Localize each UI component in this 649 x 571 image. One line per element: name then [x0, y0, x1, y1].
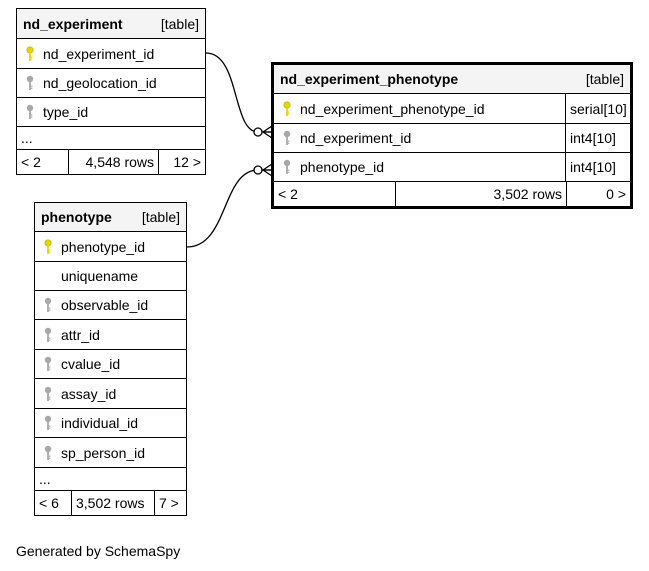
column-name: nd_experiment_id — [300, 130, 412, 146]
column-name-cell: nd_experiment_phenotype_id — [274, 94, 565, 123]
column-name: individual_id — [61, 415, 139, 431]
foreign-key-icon — [44, 386, 52, 401]
table-tag: [table] — [141, 209, 180, 225]
column-nd-experiment-id[interactable]: nd_experiment_id int4[10] — [274, 124, 630, 153]
crowfoot-marker — [262, 163, 273, 177]
column-name: attr_id — [61, 326, 100, 343]
foreign-key-icon — [26, 75, 34, 90]
column-name: observable_id — [61, 297, 149, 313]
table-nd-experiment[interactable]: nd_experiment [table] nd_experiment_id n… — [16, 8, 206, 175]
foreign-key-icon — [283, 130, 291, 145]
column-name: sp_person_id — [61, 444, 146, 461]
more-columns: ... — [17, 127, 205, 150]
column-name-cell: nd_experiment_id — [274, 124, 565, 152]
column-type: serial[10] — [565, 94, 627, 123]
table-tag: [table] — [160, 15, 199, 32]
table-name: phenotype — [41, 209, 112, 225]
column-name: phenotype_id — [300, 159, 385, 175]
table-tag: [table] — [585, 71, 624, 87]
column-nd-experiment-id[interactable]: nd_experiment_id — [17, 39, 205, 69]
parents-count[interactable]: < 2 — [21, 154, 41, 170]
column-cvalue-id[interactable]: cvalue_id — [35, 350, 186, 379]
foreign-key-icon — [283, 159, 291, 174]
column-name: phenotype_id — [61, 238, 146, 255]
column-type: int4[10] — [565, 124, 616, 152]
column-uniquename[interactable]: uniquename — [35, 262, 186, 291]
children-count[interactable]: 0 > — [566, 182, 630, 206]
ellipsis-text: ... — [39, 471, 51, 487]
column-phenotype-id[interactable]: phenotype_id int4[10] — [274, 153, 630, 182]
foreign-key-icon — [44, 356, 52, 371]
ellipsis-text: ... — [21, 130, 33, 146]
row-count: 3,502 rows — [71, 491, 154, 515]
foreign-key-icon — [44, 297, 52, 312]
zero-cardinality-marker — [253, 165, 263, 175]
primary-key-icon — [26, 45, 34, 61]
more-columns: ... — [35, 468, 186, 491]
row-count: 4,548 rows — [68, 150, 158, 174]
table-header[interactable]: nd_experiment [table] — [17, 9, 205, 39]
table-footer: < 2 3,502 rows 0 > — [274, 182, 630, 206]
foreign-key-icon — [26, 104, 34, 119]
column-phenotype-id[interactable]: phenotype_id — [35, 232, 186, 262]
column-individual-id[interactable]: individual_id — [35, 409, 186, 438]
table-footer: < 2 4,548 rows 12 > — [17, 150, 205, 174]
children-count[interactable]: 12 > — [158, 150, 205, 174]
column-name: assay_id — [61, 385, 117, 402]
table-header[interactable]: phenotype [table] — [35, 203, 186, 232]
column-name: nd_geolocation_id — [43, 75, 157, 91]
column-sp-person-id[interactable]: sp_person_id — [35, 438, 186, 468]
column-assay-id[interactable]: assay_id — [35, 379, 186, 409]
zero-cardinality-marker — [253, 127, 263, 137]
table-name: nd_experiment_phenotype — [280, 71, 459, 87]
crowfoot-marker — [262, 125, 273, 139]
primary-key-icon — [283, 100, 291, 116]
row-count: 3,502 rows — [395, 182, 566, 206]
column-nd-geolocation-id[interactable]: nd_geolocation_id — [17, 69, 205, 98]
children-count[interactable]: 7 > — [154, 491, 186, 515]
column-name: nd_experiment_phenotype_id — [300, 100, 485, 117]
generated-by-label: Generated by SchemaSpy — [16, 543, 181, 559]
column-type-id[interactable]: type_id — [17, 98, 205, 127]
table-name: nd_experiment — [23, 15, 123, 32]
column-name: type_id — [43, 104, 89, 120]
column-observable-id[interactable]: observable_id — [35, 291, 186, 320]
parents-count[interactable]: < 6 — [39, 495, 59, 511]
column-nd-experiment-phenotype-id[interactable]: nd_experiment_phenotype_id serial[10] — [274, 94, 630, 124]
table-header[interactable]: nd_experiment_phenotype [table] — [274, 65, 630, 94]
column-name: cvalue_id — [61, 356, 121, 372]
foreign-key-icon — [44, 445, 52, 460]
primary-key-icon — [44, 238, 52, 254]
column-name-cell: phenotype_id — [274, 153, 565, 181]
relationship-line-nd-experiment — [205, 52, 272, 133]
column-attr-id[interactable]: attr_id — [35, 320, 186, 350]
table-nd-experiment-phenotype[interactable]: nd_experiment_phenotype [table] nd_exper… — [271, 62, 633, 209]
column-type: int4[10] — [565, 153, 616, 181]
column-name: uniquename — [61, 268, 139, 284]
foreign-key-icon — [44, 415, 52, 430]
table-footer: < 6 3,502 rows 7 > — [35, 491, 186, 515]
column-name: nd_experiment_id — [43, 45, 155, 62]
relationship-line-phenotype — [186, 169, 272, 248]
foreign-key-icon — [44, 327, 52, 342]
parents-count[interactable]: < 2 — [278, 186, 298, 202]
table-phenotype[interactable]: phenotype [table] phenotype_id uniquenam… — [34, 202, 187, 516]
